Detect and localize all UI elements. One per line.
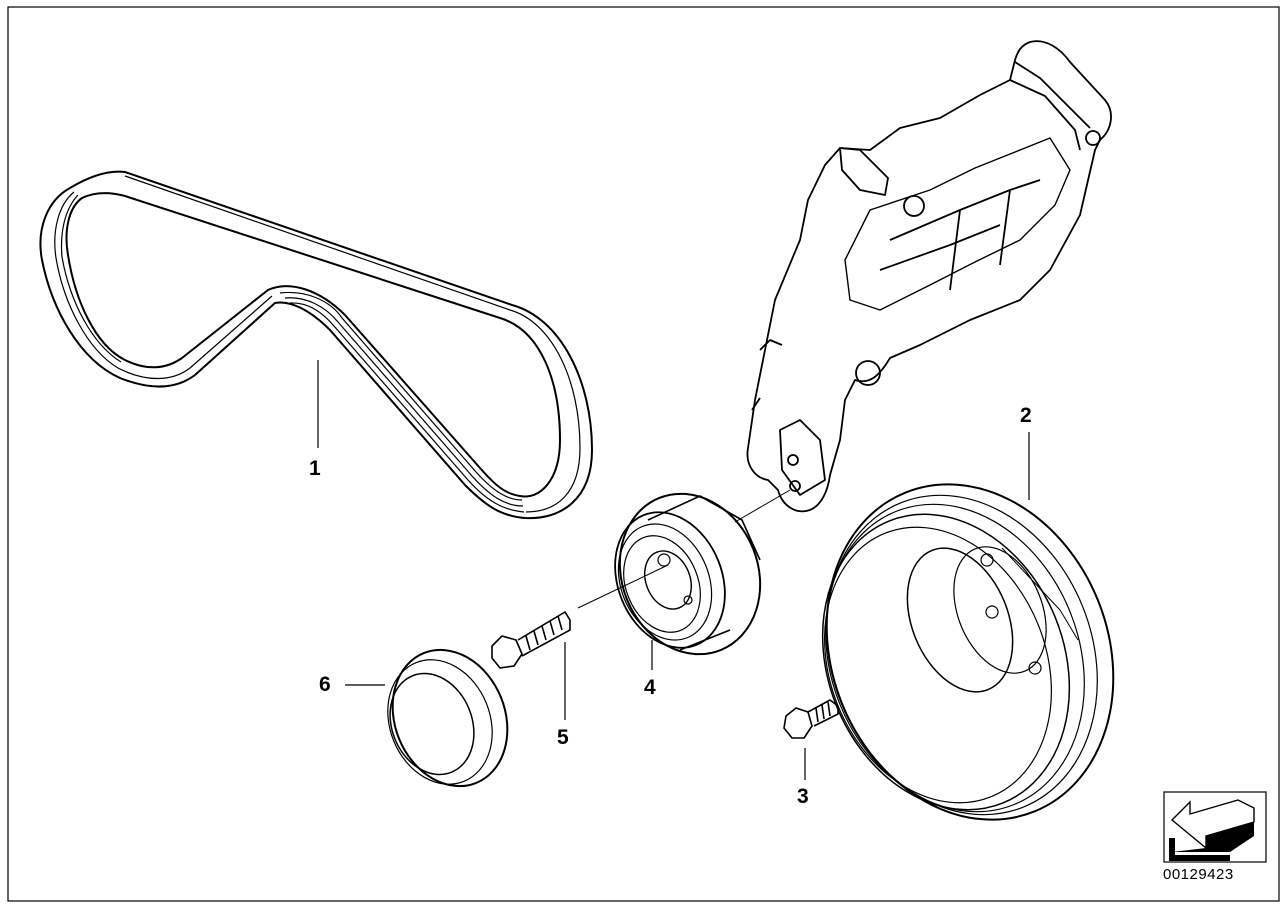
tensioner-axis-line-lower [577,564,669,609]
cap-illustration [387,648,509,788]
orientation-box [1163,791,1267,863]
tensioner-illustration [614,492,762,656]
diagram-border [7,6,1280,902]
callout-pulley: 2 [1020,404,1032,427]
callout-belt: 1 [309,457,321,480]
callout-pulley-bolt: 3 [797,785,809,808]
callout-tensioner: 4 [644,676,656,699]
diagram-id: 00129423 [1163,866,1234,883]
bracket-illustration [746,40,1112,513]
callout-cap: 6 [319,673,331,696]
belt-illustration [39,170,593,520]
pulley-bolt-illustration [783,699,839,739]
callout-tensioner-bolt: 5 [557,726,569,749]
tensioner-bolt-illustration [491,611,571,669]
pulley-illustration [821,483,1115,821]
tensioner-axis-line [734,489,791,523]
arrow-icon [1169,799,1255,861]
